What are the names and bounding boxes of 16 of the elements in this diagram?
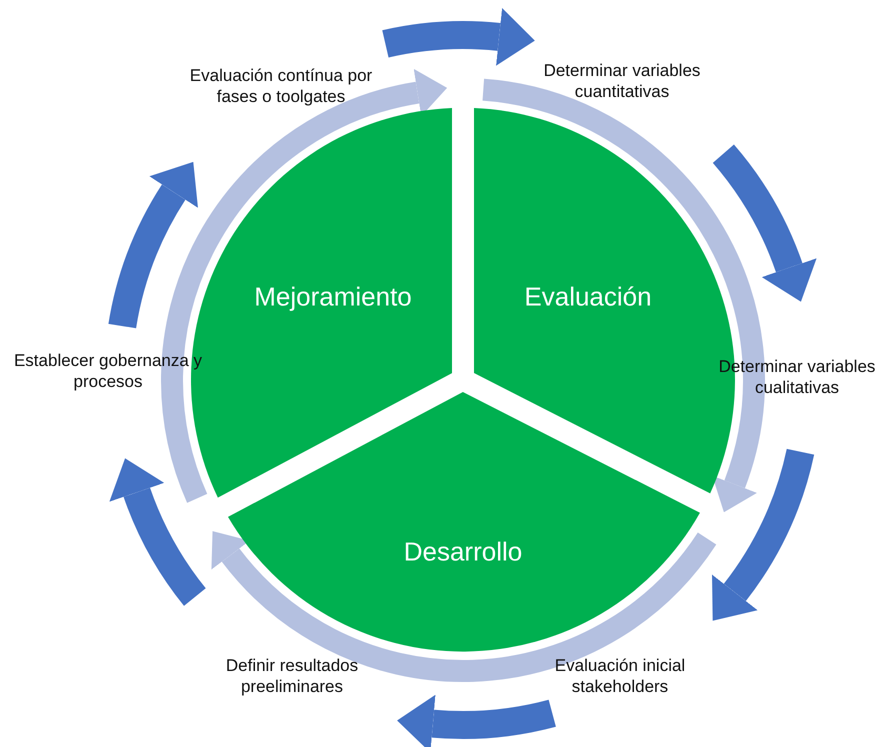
cycle-segment: [228, 392, 700, 652]
curved-arrow: [711, 448, 814, 622]
step-label: Evaluación contínua por fases o toolgates: [170, 48, 392, 107]
cycle-segment: [191, 108, 452, 498]
segment-title: Mejoramiento: [254, 281, 412, 312]
curved-arrow: [108, 160, 199, 329]
step-label: Definir resultados preeliminares: [176, 655, 408, 712]
segment-title: Evaluación: [524, 281, 652, 312]
step-label: Establecer gobernanza y procesos: [2, 350, 214, 392]
curved-arrow: [382, 8, 535, 66]
step-label: Evaluación inicial stakeholders: [530, 655, 710, 697]
curved-arrow: [396, 694, 556, 747]
curved-arrow: [110, 458, 206, 606]
step-label: Determinar variables cuantitativas: [522, 40, 722, 102]
segment-title: Desarrollo: [404, 536, 522, 568]
curved-arrow: [712, 145, 816, 302]
